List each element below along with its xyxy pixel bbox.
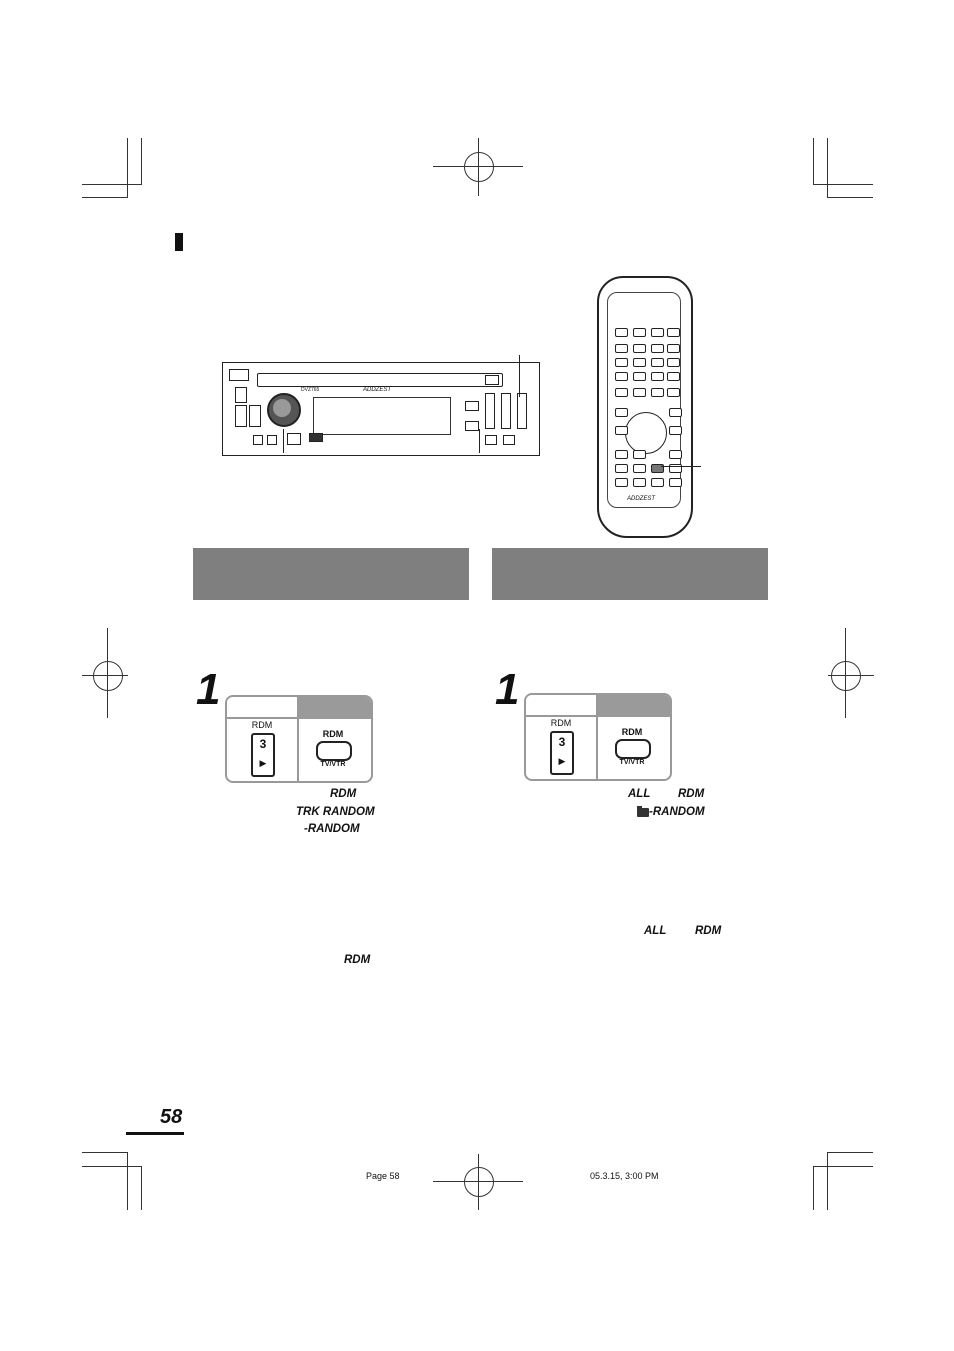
crop-mark — [827, 1152, 828, 1210]
key-number: 3 — [259, 737, 267, 751]
left-section-header — [193, 548, 469, 600]
button-panel: RDM 3 ▶ RDM TV/VTR — [524, 693, 672, 781]
rdm-note: RDM — [344, 954, 371, 966]
crop-mark — [141, 138, 142, 184]
head-unit-model: DVZ765 — [301, 387, 320, 393]
remote-rdm-key — [615, 739, 651, 759]
rdm-note: RDM — [695, 925, 722, 937]
footer-page-label: Page 58 — [366, 1171, 400, 1181]
right-section-header — [492, 548, 768, 600]
play-icon: ▶ — [259, 758, 267, 768]
trk-random-text: TRK RANDOM — [296, 806, 375, 818]
crop-mark — [82, 197, 128, 198]
step-number: 1 — [196, 665, 221, 714]
unit-rdm-key: 3 ▶ — [251, 733, 275, 777]
crop-mark — [827, 197, 873, 198]
remote-key-sublabel: TV/VTR — [320, 761, 346, 768]
crop-mark — [813, 184, 873, 185]
key-number: 3 — [558, 735, 566, 749]
crop-mark — [813, 138, 814, 184]
folder-icon-tab — [637, 806, 642, 809]
head-unit-brand: ADDZEST — [363, 387, 392, 393]
crop-mark — [127, 1152, 128, 1210]
rdm-text: RDM — [330, 788, 357, 800]
crop-mark — [827, 138, 828, 198]
unit-rdm-key: 3 ▶ — [550, 731, 574, 775]
play-icon: ▶ — [558, 756, 566, 766]
remote-rdm-key — [316, 741, 352, 761]
button-panel: RDM 3 ▶ RDM TV/VTR — [225, 695, 373, 783]
random-text: -RANDOM — [649, 806, 705, 818]
crop-mark — [813, 1166, 814, 1210]
crop-mark — [82, 1152, 128, 1153]
all-text: ALL — [628, 788, 651, 800]
unit-key-label: RDM — [550, 718, 572, 728]
remote-key-label: RDM — [621, 727, 643, 737]
crop-mark — [127, 138, 128, 198]
remote-brand: ADDZEST — [627, 496, 656, 502]
page-number: 58 — [160, 1106, 183, 1128]
all-note: ALL — [644, 925, 667, 937]
rdm-text: RDM — [678, 788, 705, 800]
page-number-rule — [126, 1132, 184, 1135]
crop-mark — [82, 184, 142, 185]
step-number: 1 — [495, 665, 520, 714]
crop-mark — [141, 1166, 142, 1210]
crop-mark — [827, 1152, 873, 1153]
section-marker — [175, 233, 183, 251]
crop-mark — [82, 1166, 142, 1167]
folder-icon — [637, 808, 649, 817]
random-text: -RANDOM — [304, 823, 360, 835]
remote-key-sublabel: TV/VTR — [619, 759, 645, 766]
remote-key-label: RDM — [322, 729, 344, 739]
unit-key-label: RDM — [251, 720, 273, 730]
crop-mark — [813, 1166, 873, 1167]
footer-timestamp: 05.3.15, 3:00 PM — [590, 1171, 659, 1181]
